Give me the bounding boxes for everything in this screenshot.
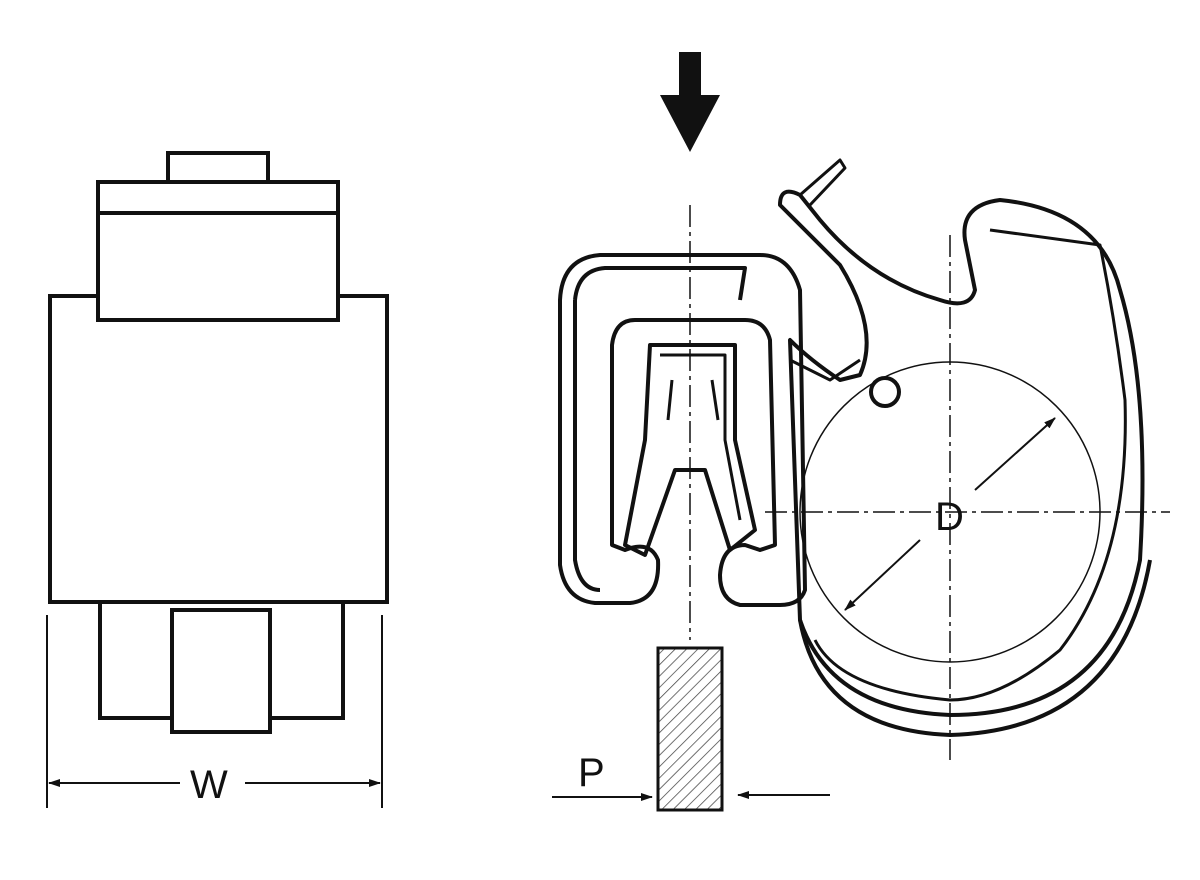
width-label: W <box>190 763 228 807</box>
width-dimension <box>46 615 383 808</box>
clip-hook <box>778 189 1145 717</box>
side-view <box>48 151 389 734</box>
top-cap <box>96 180 340 322</box>
hook-tip <box>799 158 847 207</box>
diameter-label: D <box>935 495 964 539</box>
front-view: D P <box>552 52 1170 812</box>
edge-clip-inner <box>573 266 747 592</box>
metal-insert <box>623 343 757 557</box>
edge-clip-outer <box>558 253 807 607</box>
main-body <box>48 294 389 604</box>
retainer-knob <box>869 376 901 408</box>
panel-thickness-label: P <box>578 751 605 795</box>
panel-section <box>656 646 724 812</box>
diameter-arrow <box>844 539 921 611</box>
insertion-arrow-icon <box>660 52 720 152</box>
bottom-tongue <box>170 608 272 734</box>
